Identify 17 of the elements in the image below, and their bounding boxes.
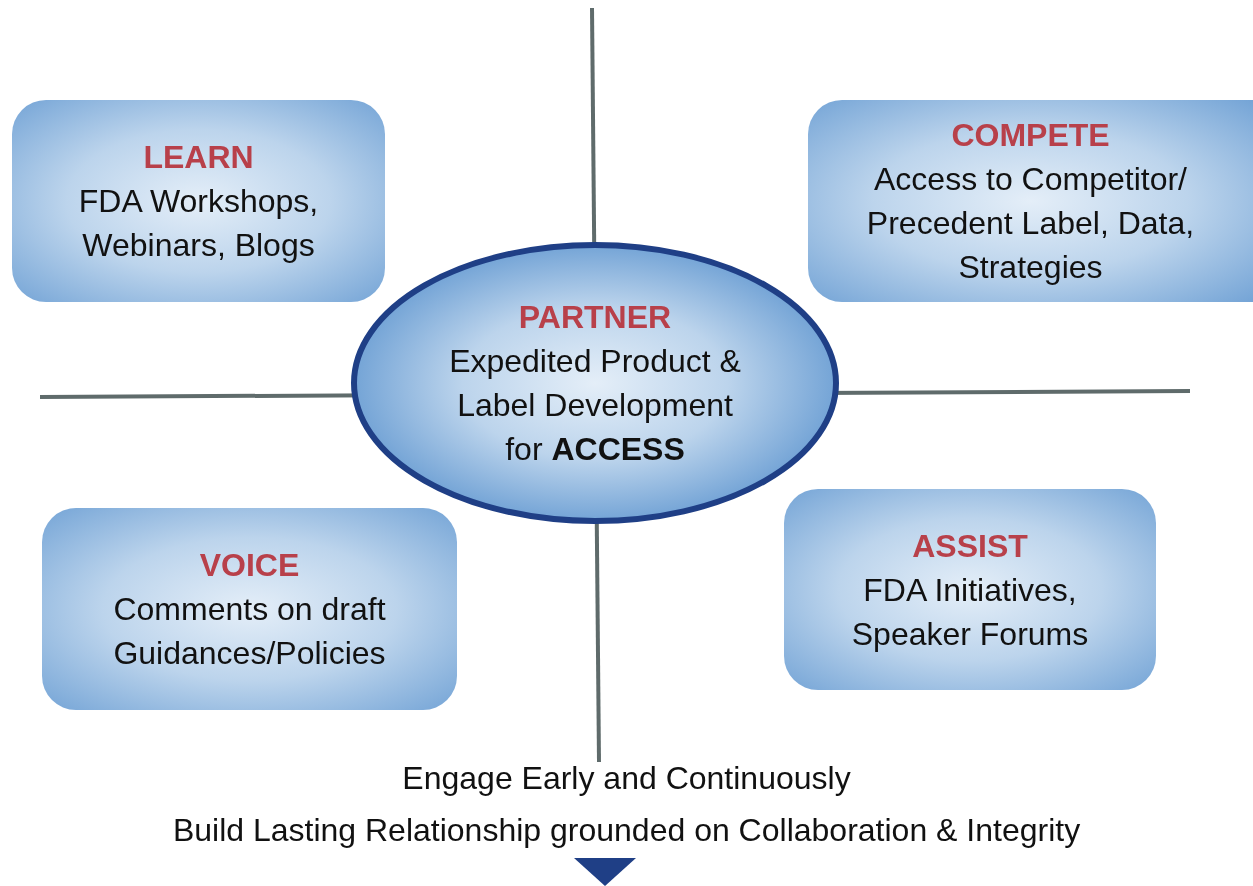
rounded-box: [808, 100, 1253, 302]
rounded-box: [42, 508, 457, 710]
node-text: FDA Workshops, Webinars, Blogs: [77, 182, 320, 265]
node-text: Comments on draft Guidances/Policies: [112, 590, 387, 673]
footer-text: Engage Early and Continuously: [401, 760, 852, 797]
node-heading: VOICE: [199, 546, 300, 585]
node-heading: PARTNER: [518, 298, 672, 337]
node-heading: LEARN: [143, 138, 254, 177]
node-text: FDA Initiatives, Speaker Forums: [850, 570, 1090, 654]
rounded-box: [784, 489, 1156, 690]
footer-text: Build Lasting Relationship grounded on Collaboration & Integrity: [171, 812, 1082, 849]
node-heading: COMPETE: [951, 116, 1110, 155]
rounded-box: [12, 100, 385, 302]
node-heading: ASSIST: [912, 526, 1028, 566]
node-text: Access to Competitor/ Precedent Label, Data, Strategies: [865, 160, 1196, 287]
ellipse-node: [350, 241, 840, 525]
node-text: Expedited Product & Label Development for ACCESS: [448, 342, 742, 469]
